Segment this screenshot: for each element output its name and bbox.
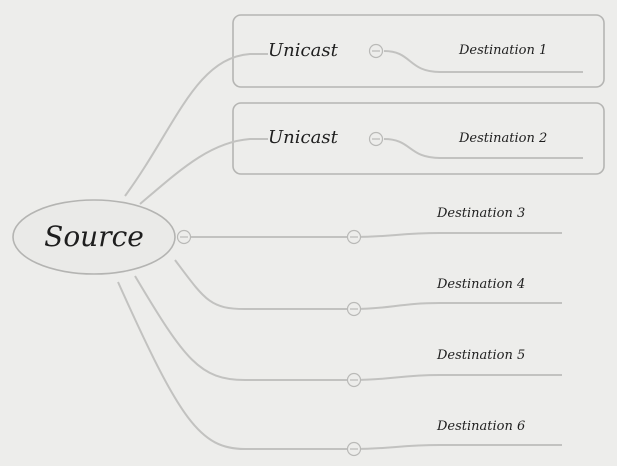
unicast-node-2-label[interactable]: Unicast (268, 127, 339, 148)
connector-unicast-dest-1 (383, 50, 583, 73)
collapse-toggle-dest-6[interactable] (346, 441, 362, 457)
connector-unicast-dest-2 (383, 138, 583, 159)
connector-root-dest-6 (117, 281, 562, 450)
collapse-toggle-unicast-2[interactable] (368, 131, 384, 147)
collapse-toggle-unicast-1[interactable] (368, 43, 384, 59)
collapse-toggle-dest-5[interactable] (346, 372, 362, 388)
root-node-label: Source (44, 220, 144, 253)
destination-1-label[interactable]: Destination 1 (458, 43, 547, 58)
connector-root-dest-3 (190, 232, 562, 238)
unicast-box-2 (232, 102, 605, 175)
connector-root-unicast-1 (124, 53, 268, 197)
destination-5-label[interactable]: Destination 5 (436, 348, 525, 363)
destination-3-label[interactable]: Destination 3 (436, 206, 525, 221)
unicast-node-1-label[interactable]: Unicast (268, 40, 339, 61)
destination-2-label[interactable]: Destination 2 (458, 131, 547, 146)
collapse-toggle-dest-3[interactable] (346, 229, 362, 245)
root-node[interactable] (12, 199, 176, 275)
connector-root-unicast-2 (139, 138, 268, 205)
collapse-toggle-dest-4[interactable] (346, 301, 362, 317)
destination-6-label[interactable]: Destination 6 (436, 419, 525, 434)
collapse-toggle-root[interactable] (176, 229, 192, 245)
destination-4-label[interactable]: Destination 4 (436, 277, 525, 292)
connector-root-dest-5 (134, 275, 562, 381)
unicast-box-1 (232, 14, 605, 88)
